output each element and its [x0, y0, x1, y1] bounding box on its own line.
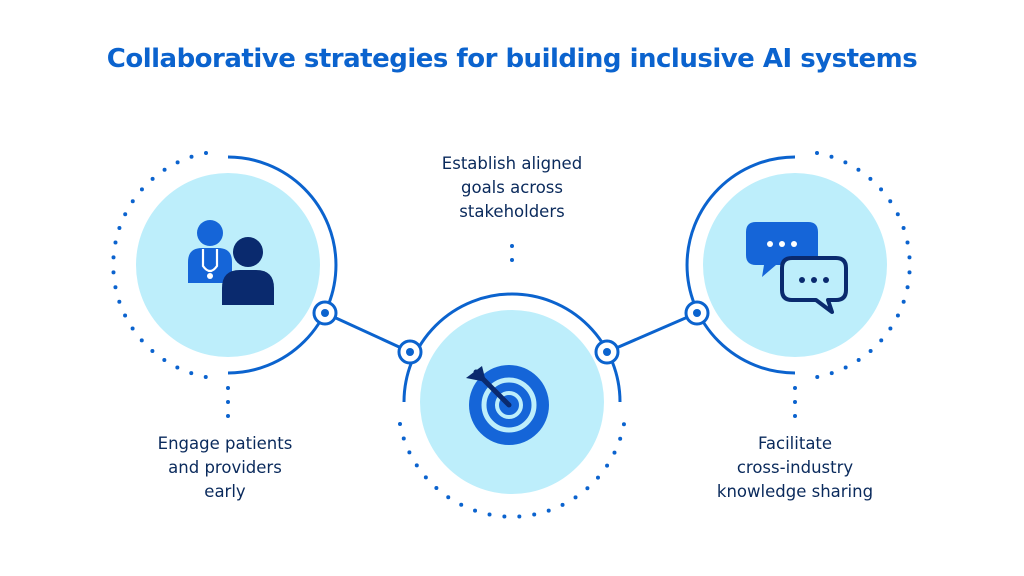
target-icon: [466, 365, 549, 445]
label-aligned-goals: Establish aligned goals across stakehold…: [441, 154, 583, 221]
node-center-ring-left: [397, 339, 423, 365]
connector-lines: [324, 311, 698, 354]
node-center: [397, 244, 626, 519]
node-left: [111, 151, 338, 422]
connector-left-center: [324, 311, 411, 354]
connector-center-right: [606, 311, 698, 354]
node-left-arc: [227, 155, 338, 375]
label-engage-patients: Engage patients and providers early: [157, 434, 293, 501]
chat-bubbles-icon: [746, 222, 848, 314]
page-title: Collaborative strategies for building in…: [106, 44, 918, 74]
node-right-dotted-arc: [815, 151, 912, 379]
node-center-dotted-arc: [398, 422, 626, 519]
node-left-dotted-arc: [111, 151, 208, 379]
node-left-ring: [312, 300, 338, 326]
node-center-ring-right: [594, 339, 620, 365]
node-right: [684, 151, 912, 422]
patient-provider-icon: [188, 220, 274, 305]
node-right-arc: [685, 155, 796, 375]
node-right-ring: [684, 300, 710, 326]
label-knowledge-sharing: Facilitate cross-industry knowledge shar…: [716, 434, 874, 501]
